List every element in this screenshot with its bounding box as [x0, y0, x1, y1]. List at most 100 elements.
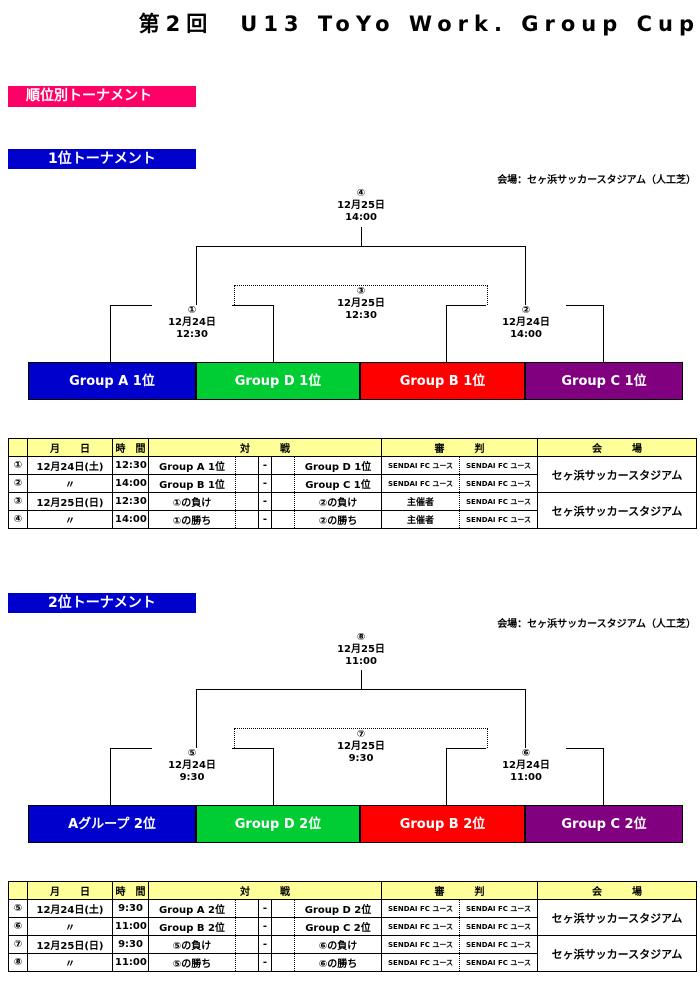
time-cell: 9:30	[112, 935, 149, 954]
referee: SENDAI FC ユース	[381, 935, 460, 954]
away-team: ⑥の負け	[294, 935, 382, 954]
match-time: 11:00	[345, 656, 377, 667]
home-team: ⑤の負け	[148, 935, 236, 954]
home-team: Group B 1位	[148, 474, 236, 493]
score-cell	[271, 899, 295, 918]
third-place-node: ⑦ 12月25日 9:30	[321, 729, 401, 765]
match-no: ④	[8, 510, 28, 529]
referee: SENDAI FC ユース	[459, 492, 538, 511]
third-place-line	[234, 728, 235, 748]
match-date: 12月24日	[168, 317, 216, 328]
match-time: 12:30	[345, 310, 377, 321]
semi-2-node: ② 12月24日 14:00	[486, 305, 566, 341]
match-no: ③	[8, 492, 28, 511]
dash: -	[258, 474, 272, 493]
bracket-line	[603, 305, 604, 362]
time-cell: 9:30	[112, 899, 149, 918]
away-team: Group D 1位	[294, 456, 382, 475]
time-cell: 12:30	[112, 492, 149, 511]
table-header: 月 日 時 間 対 戦 審 判 会 場	[8, 881, 697, 900]
date-cell: 〃	[27, 953, 113, 972]
referee: SENDAI FC ユース	[459, 456, 538, 475]
away-team: Group D 2位	[294, 899, 382, 918]
away-team: Group C 2位	[294, 917, 382, 936]
schedule-table-1: 月 日 時 間 対 戦 審 判 会 場 ① 12月24日(土) 12:30 Gr…	[8, 438, 697, 529]
date-cell: 〃	[27, 474, 113, 493]
home-team: Group B 2位	[148, 917, 236, 936]
team-box: Group D 2位	[196, 805, 360, 843]
match-number: ②	[521, 305, 531, 316]
home-team: Group A 1位	[148, 456, 236, 475]
table-row: ⑧ 〃 11:00 ⑤の勝ち - ⑥の勝ち SENDAI FC ユース SEND…	[8, 953, 697, 972]
referee: SENDAI FC ユース	[459, 474, 538, 493]
match-no: ②	[8, 474, 28, 493]
match-number: ④	[356, 188, 366, 199]
away-team: ⑥の勝ち	[294, 953, 382, 972]
referee: SENDAI FC ユース	[459, 953, 538, 972]
match-number: ⑤	[187, 748, 197, 759]
score-cell	[235, 510, 259, 529]
match-date: 12月24日	[168, 760, 216, 771]
match-no: ⑥	[8, 917, 28, 936]
match-no: ⑦	[8, 935, 28, 954]
header-referee: 審 判	[381, 881, 538, 900]
score-cell	[235, 456, 259, 475]
match-time: 14:00	[345, 212, 377, 223]
third-place-line	[234, 285, 235, 305]
bracket-line	[273, 305, 274, 362]
referee: SENDAI FC ユース	[381, 899, 460, 918]
bracket-line	[196, 689, 197, 748]
match-no: ⑧	[8, 953, 28, 972]
match-number: ③	[356, 286, 366, 297]
bracket-line	[525, 689, 526, 748]
match-time: 11:00	[510, 772, 542, 783]
header-referee: 審 判	[381, 438, 538, 457]
score-cell	[235, 474, 259, 493]
score-cell	[271, 953, 295, 972]
tournament-2-heading: 2位トーナメント	[8, 593, 196, 613]
score-cell	[235, 492, 259, 511]
match-no: ⑤	[8, 899, 28, 918]
tournament-1-heading: 1位トーナメント	[8, 149, 196, 169]
bracket-line	[446, 748, 447, 805]
match-number: ⑧	[356, 632, 366, 643]
bracket-line	[110, 305, 111, 362]
bracket-line	[603, 748, 604, 805]
referee: SENDAI FC ユース	[459, 510, 538, 529]
tournament-1-venue: 会場：セヶ浜サッカースタジアム（人工芝）	[497, 175, 696, 186]
team-box: Group B 2位	[360, 805, 525, 843]
date-cell: 12月25日(日)	[27, 935, 113, 954]
time-cell: 11:00	[112, 953, 149, 972]
score-cell	[235, 899, 259, 918]
score-cell	[271, 474, 295, 493]
score-cell	[271, 917, 295, 936]
referee: SENDAI FC ユース	[459, 935, 538, 954]
table-row: ② 〃 14:00 Group B 1位 - Group C 1位 SENDAI…	[8, 474, 697, 493]
section-heading: 順位別トーナメント	[8, 86, 196, 107]
venue-cell: セヶ浜サッカースタジアム	[537, 492, 697, 529]
dash: -	[258, 917, 272, 936]
semi-1-node: ① 12月24日 12:30	[152, 305, 232, 341]
match-time: 14:00	[510, 329, 542, 340]
time-cell: 14:00	[112, 510, 149, 529]
match-number: ⑦	[356, 729, 366, 740]
header-date: 月 日	[27, 438, 113, 457]
score-cell	[235, 953, 259, 972]
team-box: Aグループ 2位	[28, 805, 196, 843]
third-place-line	[487, 728, 488, 748]
team-box: Group D 1位	[196, 362, 360, 400]
score-cell	[235, 935, 259, 954]
third-place-line	[487, 285, 488, 305]
date-cell: 12月24日(土)	[27, 456, 113, 475]
table-row: ⑤ 12月24日(土) 9:30 Group A 2位 - Group D 2位…	[8, 899, 697, 936]
bracket-line	[110, 748, 111, 805]
dash: -	[258, 492, 272, 511]
match-date: 12月25日	[337, 298, 385, 309]
home-team: ⑤の勝ち	[148, 953, 236, 972]
third-place-line	[234, 728, 488, 729]
dash: -	[258, 953, 272, 972]
team-box: Group A 1位	[28, 362, 196, 400]
bracket-line	[196, 246, 197, 305]
home-team: ①の勝ち	[148, 510, 236, 529]
time-cell: 11:00	[112, 917, 149, 936]
